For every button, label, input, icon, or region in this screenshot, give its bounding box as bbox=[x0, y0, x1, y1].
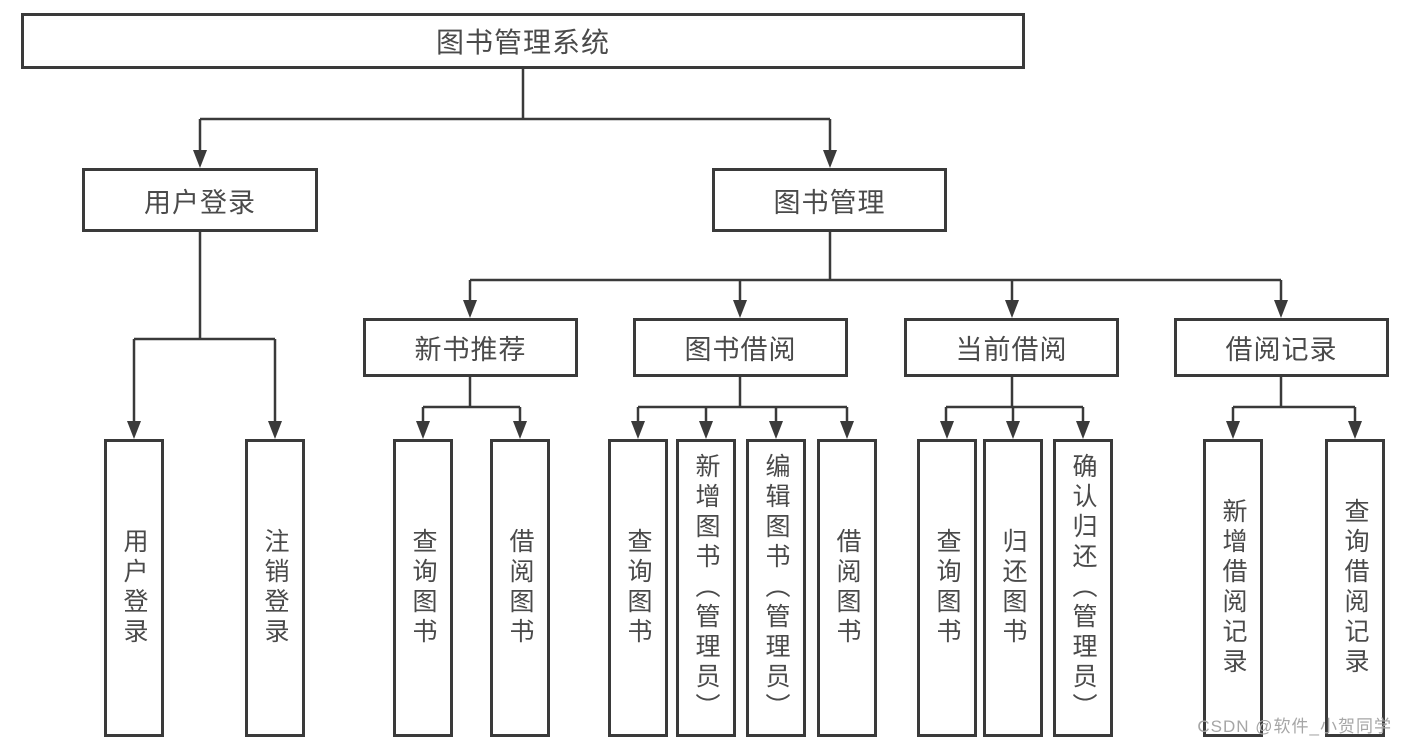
node-current-borrowing: 当前借阅 bbox=[904, 318, 1119, 377]
node-library-management-system: 图书管理系统 bbox=[21, 13, 1025, 69]
leaf-edit-books-admin: 编辑图书（管理员） bbox=[746, 439, 806, 737]
node-new-book-recommendation: 新书推荐 bbox=[363, 318, 578, 377]
leaf-query-books-recommend: 查询图书 bbox=[393, 439, 453, 737]
leaf-confirm-return-admin: 确认归还（管理员） bbox=[1053, 439, 1113, 737]
leaf-borrow-books-recommend: 借阅图书 bbox=[490, 439, 550, 737]
connector-lines bbox=[132, 69, 1357, 423]
node-book-borrowing: 图书借阅 bbox=[633, 318, 848, 377]
node-borrowing-records: 借阅记录 bbox=[1174, 318, 1389, 377]
leaf-query-books-borrow: 查询图书 bbox=[608, 439, 668, 737]
leaf-user-login: 用户登录 bbox=[104, 439, 164, 737]
leaf-query-borrow-record: 查询借阅记录 bbox=[1325, 439, 1385, 737]
leaf-logout: 注销登录 bbox=[245, 439, 305, 737]
leaf-query-books-current: 查询图书 bbox=[917, 439, 977, 737]
csdn-watermark: CSDN @软件_小贺同学 bbox=[1197, 717, 1392, 736]
node-user-login: 用户登录 bbox=[82, 168, 318, 232]
leaf-borrow-books: 借阅图书 bbox=[817, 439, 877, 737]
node-book-management: 图书管理 bbox=[712, 168, 947, 232]
leaf-return-books: 归还图书 bbox=[983, 439, 1043, 737]
arrowheads bbox=[127, 150, 1362, 439]
leaf-add-borrow-record: 新增借阅记录 bbox=[1203, 439, 1263, 737]
leaf-add-books-admin: 新增图书（管理员） bbox=[676, 439, 736, 737]
